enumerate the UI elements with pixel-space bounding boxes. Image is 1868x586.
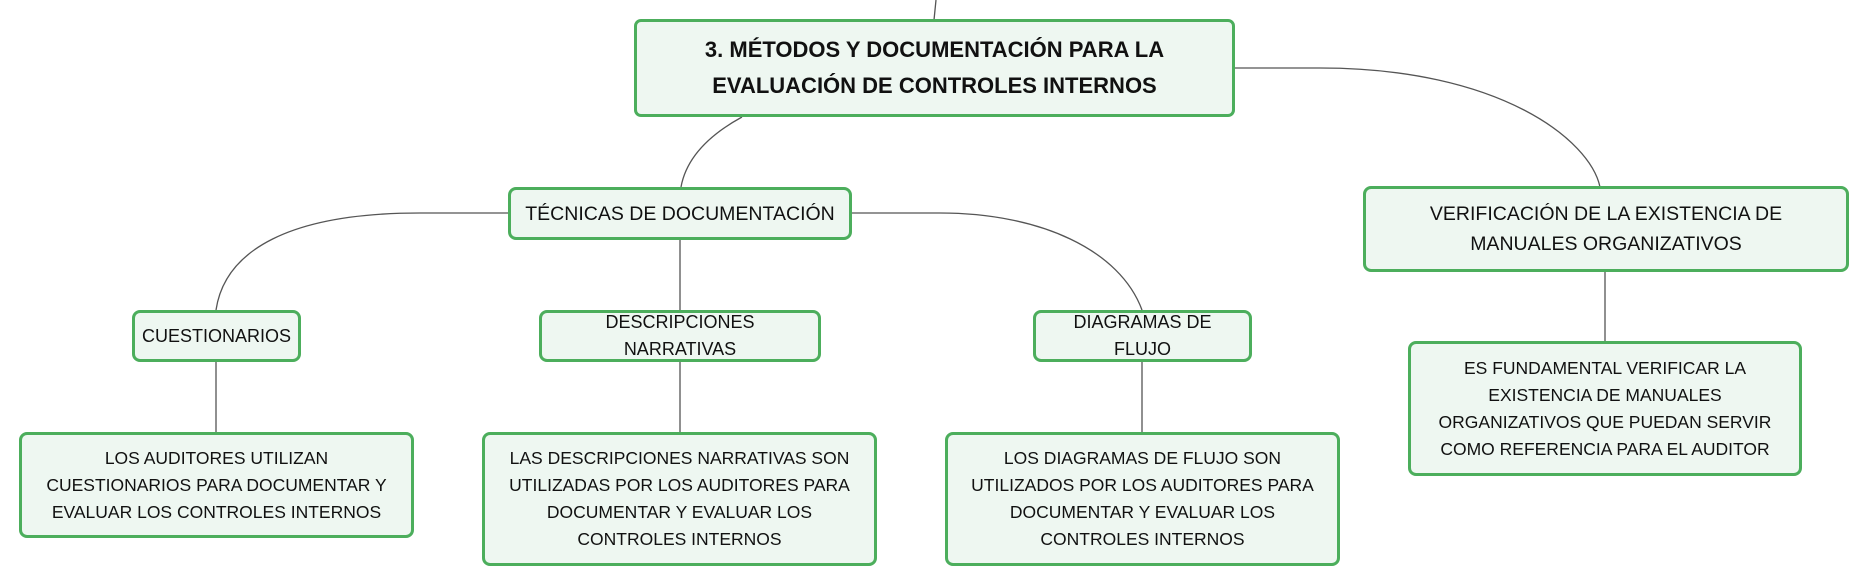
leaf-descripciones-desc[interactable]: LAS DESCRIPCIONES NARRATIVAS SON UTILIZA… xyxy=(482,432,877,566)
central-topic-node[interactable]: 3. MÉTODOS Y DOCUMENTACIÓN PARA LA EVALU… xyxy=(634,19,1235,117)
connector-parent-root xyxy=(933,0,937,21)
topic-descripciones-narrativas[interactable]: DESCRIPCIONES NARRATIVAS xyxy=(539,310,821,362)
topic-verificacion-manuales[interactable]: VERIFICACIÓN DE LA EXISTENCIA DE MANUALE… xyxy=(1363,186,1849,272)
topic-tecnicas-de-documentacion[interactable]: TÉCNICAS DE DOCUMENTACIÓN xyxy=(508,187,852,240)
leaf-verificacion-desc[interactable]: ES FUNDAMENTAL VERIFICAR LA EXISTENCIA D… xyxy=(1408,341,1802,476)
leaf-diagramas-desc[interactable]: LOS DIAGRAMAS DE FLUJO SON UTILIZADOS PO… xyxy=(945,432,1340,566)
topic-cuestionarios[interactable]: CUESTIONARIOS xyxy=(132,310,301,362)
leaf-cuestionarios-desc[interactable]: LOS AUDITORES UTILIZAN CUESTIONARIOS PAR… xyxy=(19,432,414,538)
connector-tecnicas-diagramas xyxy=(852,212,1143,311)
connector-root-verificacion xyxy=(1235,67,1601,188)
connector-root-tecnicas xyxy=(680,116,743,188)
topic-diagramas-de-flujo[interactable]: DIAGRAMAS DE FLUJO xyxy=(1033,310,1252,362)
connector-tecnicas-cuestionarios xyxy=(215,212,508,311)
